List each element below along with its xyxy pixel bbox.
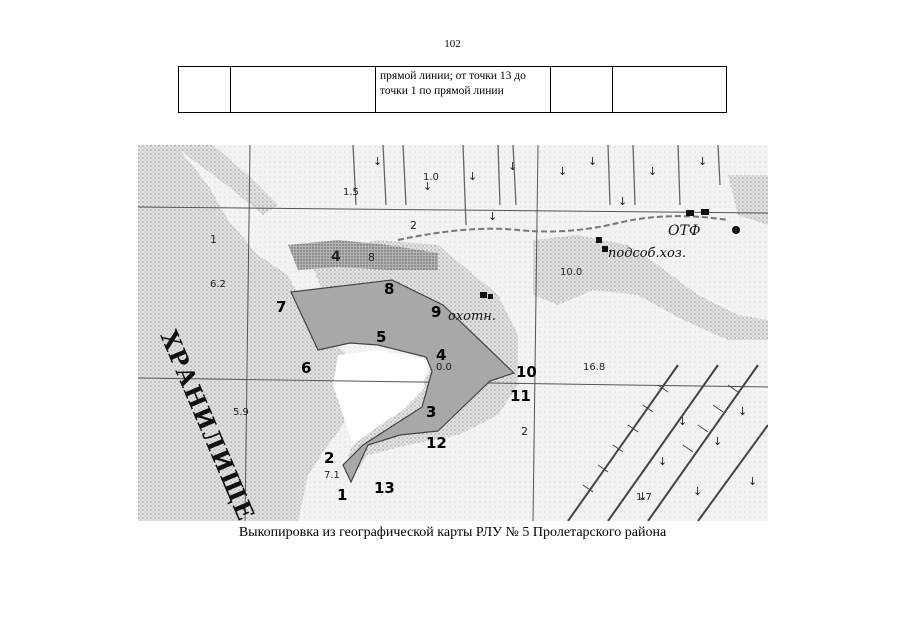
svg-text:↓: ↓ [423,180,432,193]
terrain-number: 2 [410,219,417,232]
field-ticks [582,384,739,493]
table-cell [178,66,231,113]
svg-text:↓: ↓ [508,160,517,173]
terrain-number: 8 [368,251,375,264]
elevation-labels: 6.2 5.9 7.1 1.5 1.0 10.0 16.8 1.7 0.0 [210,172,652,503]
field-lines [352,145,729,241]
svg-text:↓: ↓ [373,155,382,168]
point-label-5: 5 [376,328,386,346]
point-label-13: 13 [374,479,395,497]
point-label-9: 9 [431,303,441,321]
point-label-1: 1 [337,486,347,504]
point-label-7: 7 [276,298,286,316]
svg-text:↓: ↓ [558,165,567,178]
elevation-label: 7.1 [324,470,340,481]
point-labels: 1 2 3 4 5 6 7 8 9 10 11 12 13 [276,280,537,504]
svg-text:↓: ↓ [698,155,707,168]
point-label-12: 12 [426,434,447,452]
point-label-10: 10 [516,363,537,381]
place-labels: ОТФ подсоб.хоз. охотн. [448,223,700,324]
svg-text:↓: ↓ [618,195,627,208]
table-row: прямой линии; от точки 13 до точки 1 по … [178,66,727,113]
point-label-3: 3 [426,403,436,421]
building-symbols [480,209,740,299]
map-extract: ↓ ↓ ↓ ↓ ↓ ↓ ↓ ↓ ↓ ↓ ↓ ↓ ↓ ↓ ↓ ↓ ↓ 1 2 3 4 5 6 7 8 [138,145,768,521]
table-cell [230,66,376,113]
water-strip [173,145,278,215]
point-label-2: 2 [324,449,334,467]
elevation-label: 1.7 [636,492,652,503]
elevation-label: 10.0 [560,267,582,278]
elevation-label: 16.8 [583,362,605,373]
clearing [333,350,428,445]
svg-text:↓: ↓ [713,435,722,448]
svg-text:↓: ↓ [588,155,597,168]
elevation-label: 0.0 [436,362,452,373]
map-svg: ↓ ↓ ↓ ↓ ↓ ↓ ↓ ↓ ↓ ↓ ↓ ↓ ↓ ↓ ↓ ↓ ↓ 1 2 3 4 5 6 7 8 [138,145,768,521]
reservoir-water [138,145,353,521]
point-label-4: 4 [436,346,446,364]
svg-text:↓: ↓ [638,490,647,503]
terrain-number: 2 [521,425,528,438]
land-parcel [290,279,516,484]
elevation-label: 6.2 [210,279,226,290]
terrain-number: 1 [210,233,217,246]
boundary-table: прямой линии; от точки 13 до точки 1 по … [178,66,727,113]
place-label-ohotn: охотн. [448,309,496,324]
table-cell-description: прямой линии; от точки 13 до точки 1 по … [375,66,551,113]
point-label-8: 8 [384,280,394,298]
river-arm [533,235,768,340]
place-label-podsob: подсоб.хоз. [608,246,686,261]
svg-text:↓: ↓ [488,210,497,223]
map-caption: Выкопировка из географической карты РЛУ … [238,525,667,540]
diagonal-fields [567,364,768,521]
marsh-area [288,240,438,270]
svg-text:↓: ↓ [658,455,667,468]
svg-text:↓: ↓ [468,170,477,183]
place-label-otf: ОТФ [668,223,700,239]
point-label-6: 6 [301,359,311,377]
page-number: 102 [444,38,461,50]
svg-text:↓: ↓ [648,165,657,178]
elevation-label: 1.0 [423,172,439,183]
arrow-symbols: ↓ ↓ ↓ ↓ ↓ ↓ ↓ ↓ ↓ ↓ ↓ ↓ ↓ ↓ ↓ ↓ ↓ [373,155,757,503]
terrain-numbers: 2 4 8 2 1 [210,219,528,438]
svg-text:↓: ↓ [693,485,702,498]
table-cell [612,66,727,113]
elevation-label: 1.5 [343,187,359,198]
svg-text:↓: ↓ [678,415,687,428]
point-label-11: 11 [510,387,531,405]
svg-text:↓: ↓ [748,475,757,488]
table-cell [550,66,613,113]
svg-text:↓: ↓ [738,405,747,418]
terrain-number: 4 [331,249,341,265]
elevation-label: 5.9 [233,407,249,418]
